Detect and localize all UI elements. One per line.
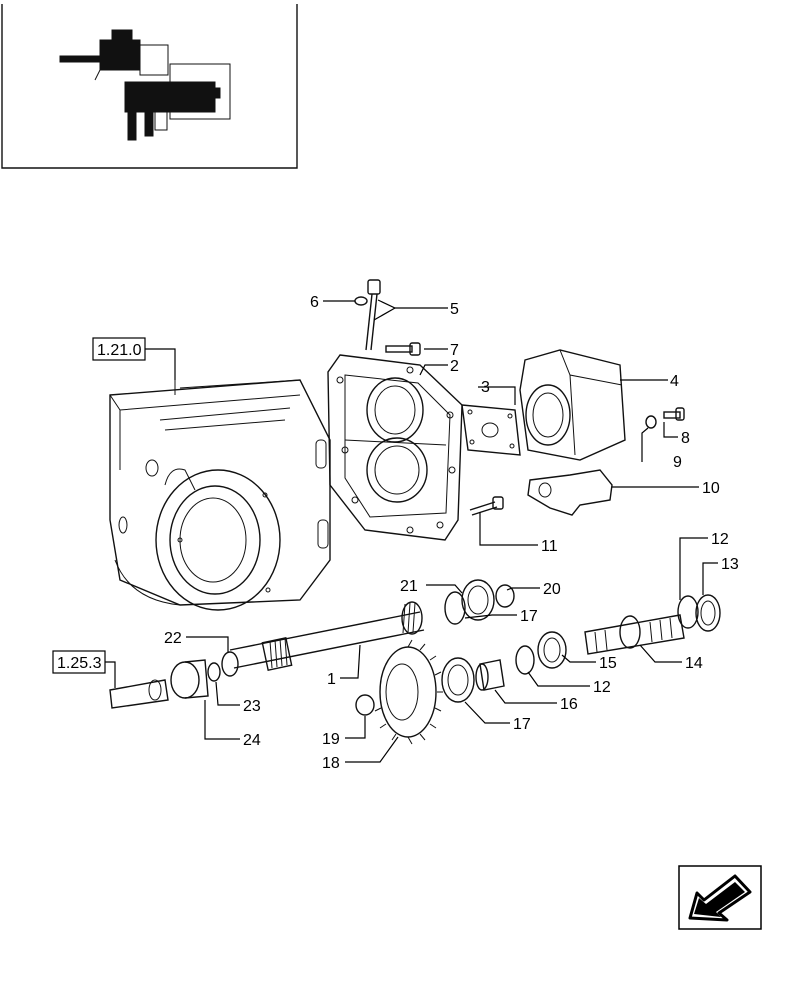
tractor-location-thumbnail-icon: [59, 29, 231, 141]
nut-19: [355, 694, 375, 716]
bearing-13: [695, 594, 721, 632]
callout-21: 21: [400, 578, 418, 595]
bolt-7: [385, 342, 421, 356]
dipstick-bolt: [354, 279, 381, 351]
location-thumbnail: [1, 4, 298, 169]
spacer-16: [475, 659, 505, 691]
callout-17-lower: 17: [513, 716, 531, 733]
gear-18: [374, 639, 443, 745]
reference-box-1-25-3[interactable]: 1.25.3: [52, 650, 106, 674]
circlip-12b: [515, 645, 535, 675]
callout-15: 15: [599, 655, 617, 672]
bolt-8: [663, 407, 685, 421]
callout-22: 22: [164, 630, 182, 647]
input-shaft-end: [109, 679, 169, 709]
pto-guard: [519, 349, 626, 461]
svg-text:1.21.0: 1.21.0: [97, 342, 142, 359]
callout-23: 23: [243, 698, 261, 715]
callout-5: 5: [450, 301, 459, 318]
main-shaft: [229, 601, 425, 672]
callout-11: 11: [541, 538, 558, 555]
callout-24: 24: [243, 732, 261, 749]
callout-9: 9: [673, 454, 682, 471]
bearing-21: [461, 579, 495, 621]
callout-17-upper: 17: [520, 608, 538, 625]
cover-plate: [327, 354, 463, 541]
callout-8: 8: [681, 430, 690, 447]
ring-23: [207, 662, 221, 682]
callout-2: 2: [450, 358, 459, 375]
callout-14: 14: [685, 655, 703, 672]
callout-19: 19: [322, 731, 340, 748]
transmission-housing: [109, 379, 331, 611]
callout-10: 10: [702, 480, 720, 497]
callout-18: 18: [322, 755, 340, 772]
callout-13: 13: [721, 556, 739, 573]
callout-12-lower: 12: [593, 679, 611, 696]
callout-7: 7: [450, 342, 459, 359]
circlip-22: [221, 651, 239, 677]
gasket-plate: [461, 404, 521, 456]
coupling-24: [170, 659, 209, 699]
reference-box-1-21-0[interactable]: 1.21.0: [92, 337, 146, 361]
circlip-17a: [444, 591, 466, 625]
callout-16: 16: [560, 696, 578, 713]
output-shaft-14: [584, 614, 685, 655]
callout-20: 20: [543, 581, 561, 598]
callout-12-upper: 12: [711, 531, 729, 548]
bearing-15: [537, 631, 567, 669]
svg-text:1.25.3: 1.25.3: [57, 655, 102, 672]
callout-4: 4: [670, 373, 679, 390]
callout-6: 6: [310, 294, 319, 311]
previous-page-arrow-icon[interactable]: [678, 865, 762, 930]
bracket-10: [527, 469, 613, 516]
circlip-12a: [677, 595, 699, 629]
washer-9: [645, 415, 657, 429]
circlip-20: [495, 584, 515, 608]
bolt-11: [469, 496, 504, 516]
callout-3: 3: [481, 379, 490, 396]
callout-1: 1: [327, 671, 336, 688]
bearing-17b: [441, 657, 475, 703]
